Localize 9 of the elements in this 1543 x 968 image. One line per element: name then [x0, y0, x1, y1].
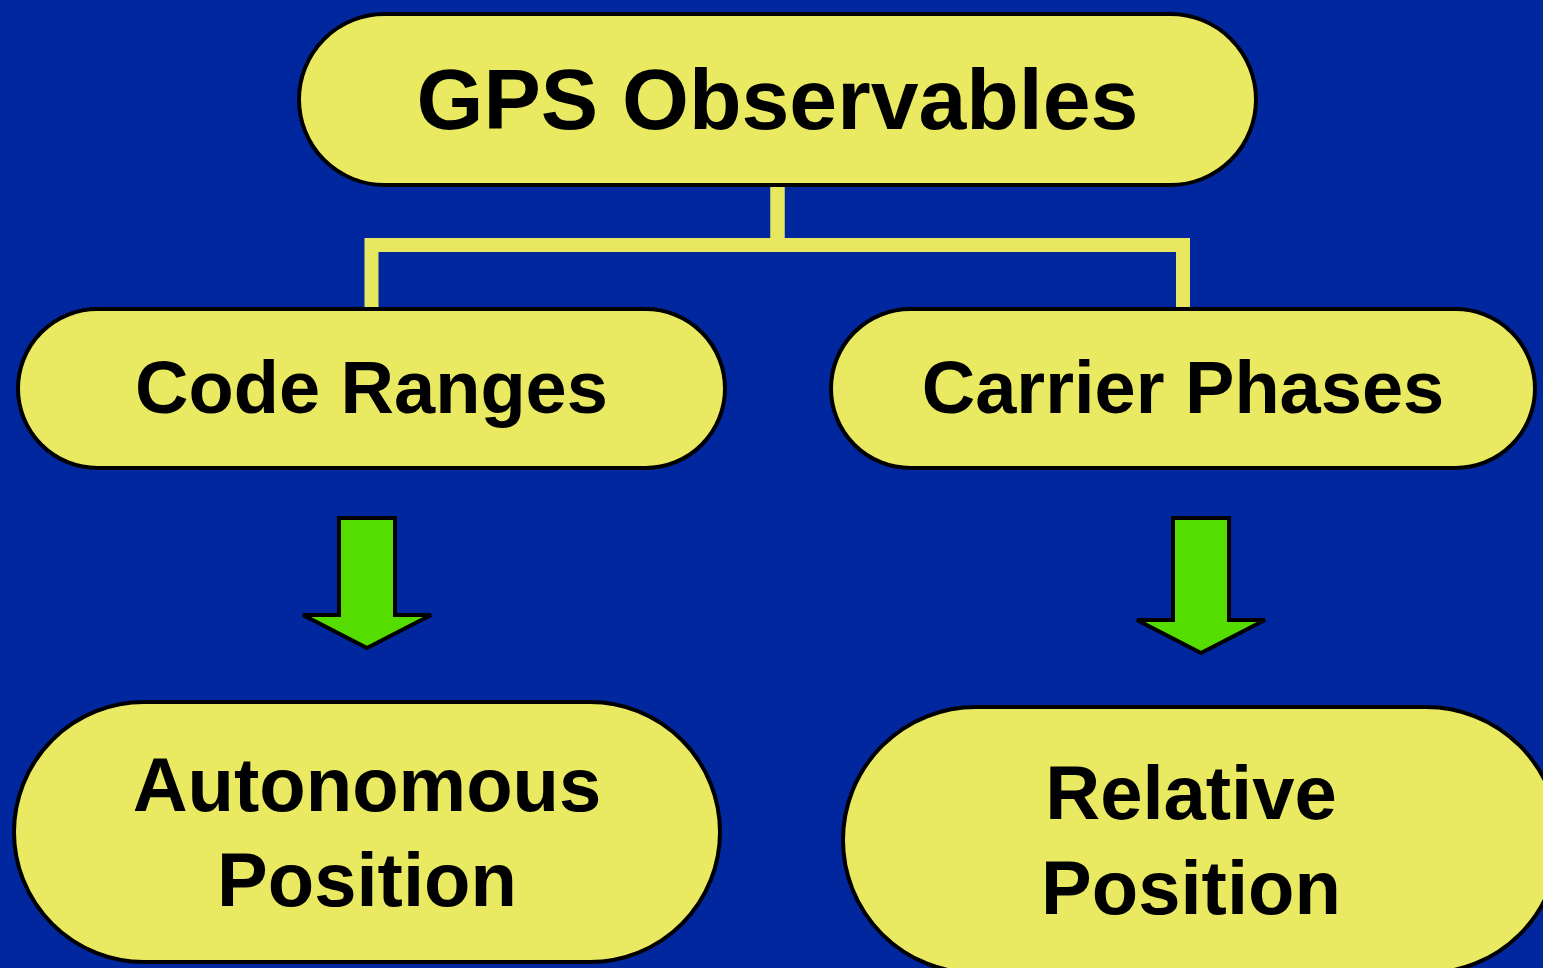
block-arrow [1135, 516, 1267, 656]
node-label: Autonomous Position [131, 741, 603, 924]
node-label: Code Ranges [135, 345, 608, 432]
node-label: GPS Observables [416, 49, 1139, 149]
rounded-node [841, 705, 1543, 968]
node-label: Carrier Phases [921, 345, 1445, 432]
connector-line [770, 187, 1190, 307]
node-label: Relative Position [1040, 749, 1342, 932]
block-arrow [301, 516, 433, 651]
